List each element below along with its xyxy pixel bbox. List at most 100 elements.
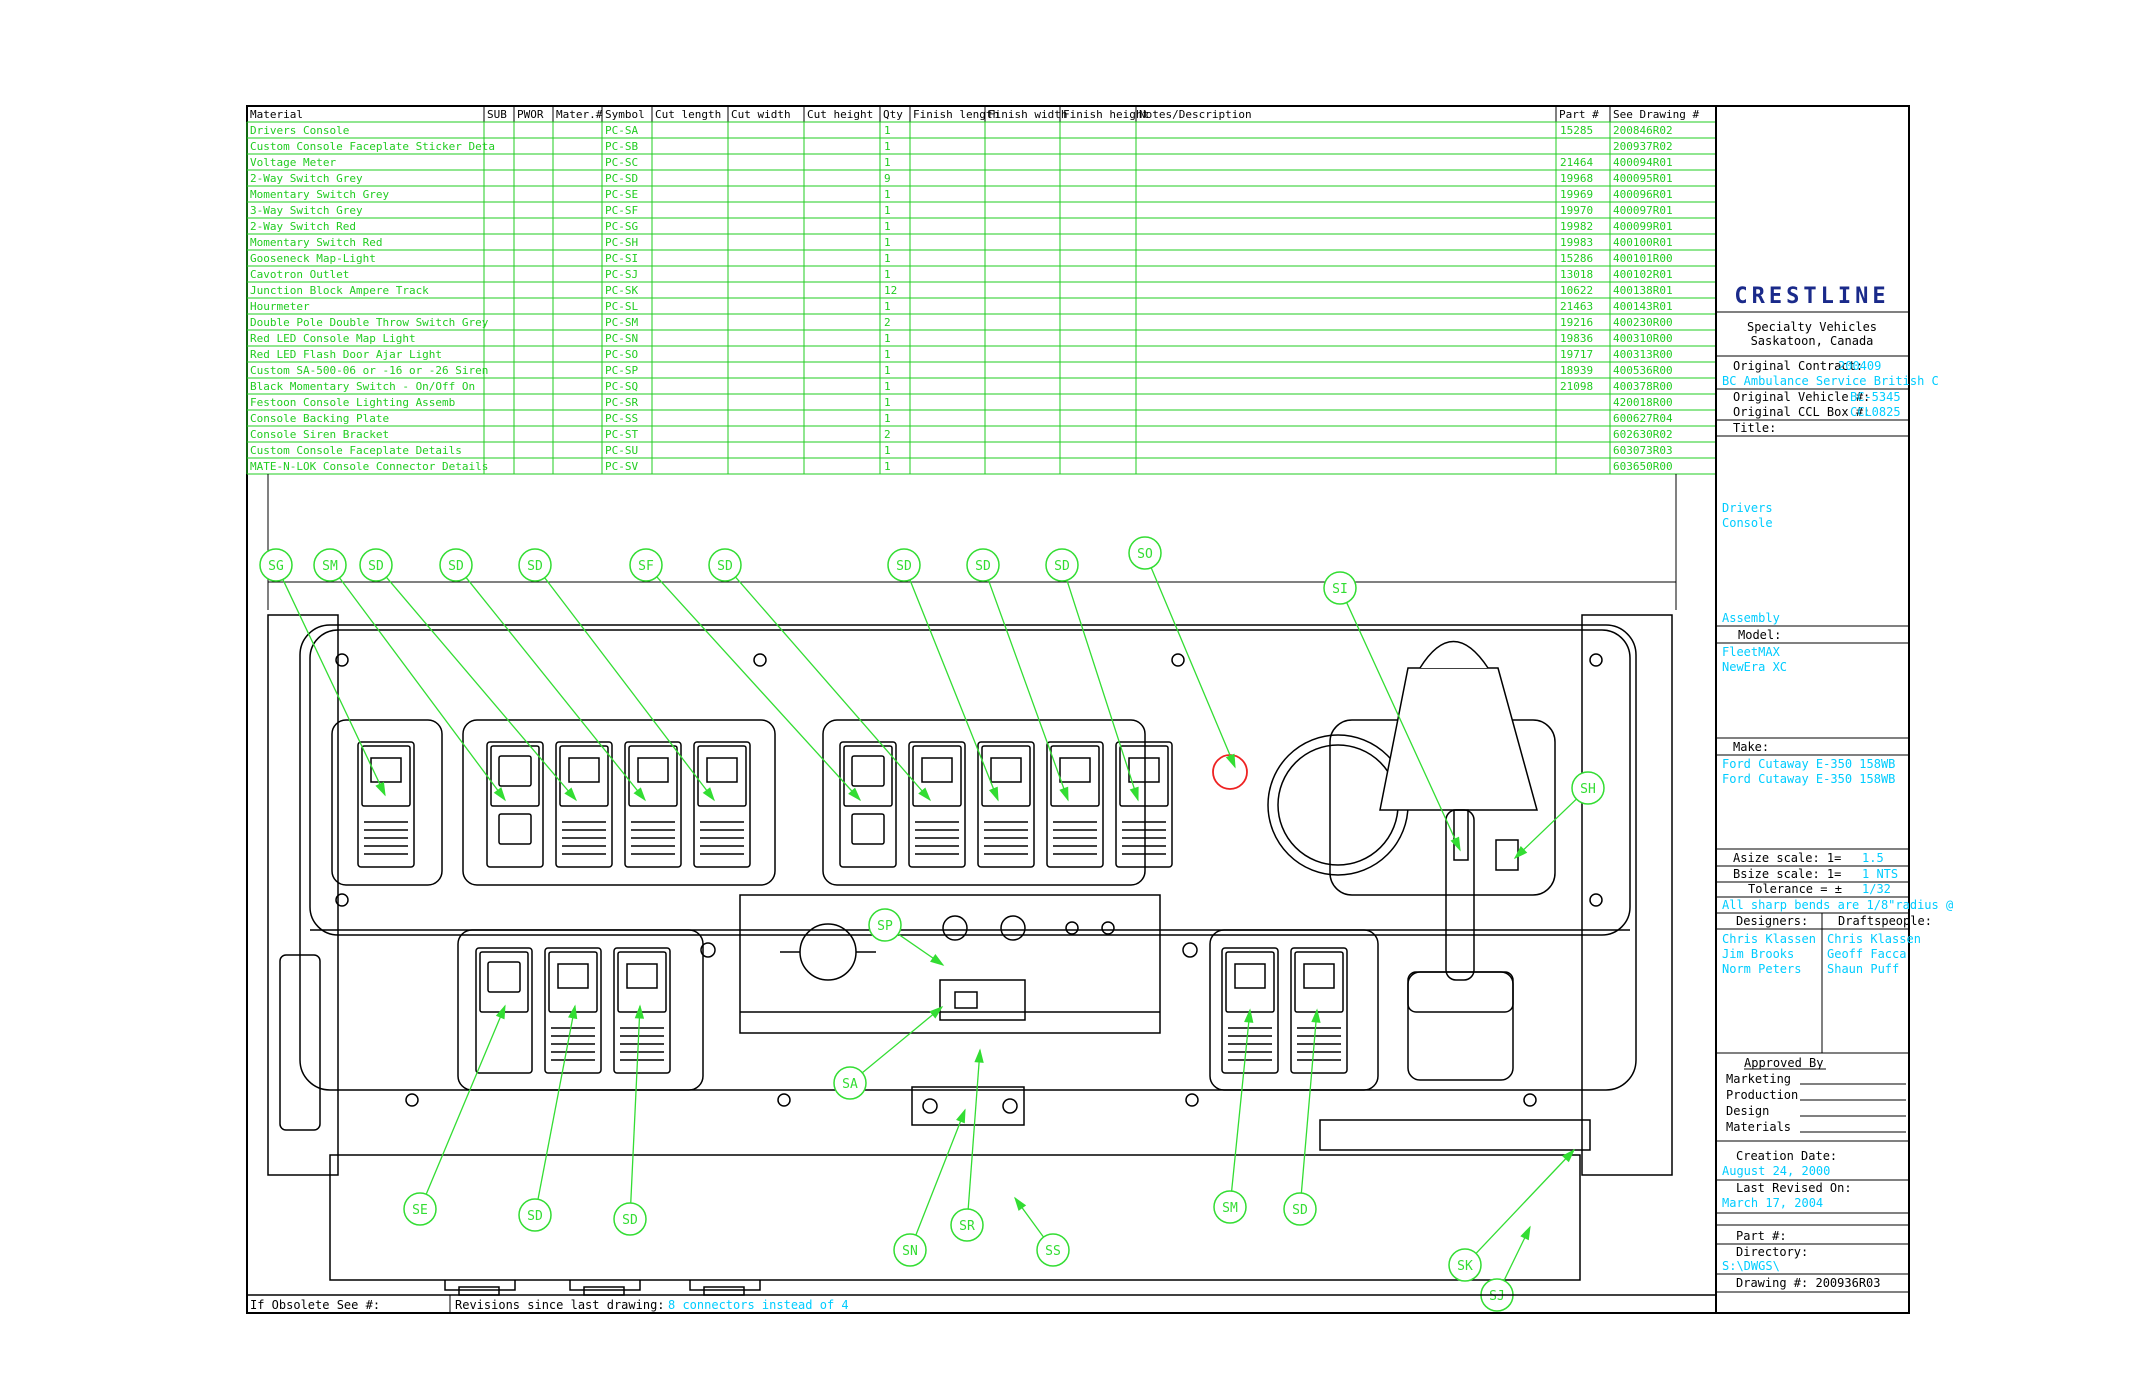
bom-cell-symbol: PC-ST <box>605 428 638 441</box>
bom-cell-drawing: 400230R00 <box>1613 316 1673 329</box>
bom-cell-drawing: 600627R04 <box>1613 412 1673 425</box>
callout-arrowhead <box>1561 1148 1576 1163</box>
bom-cell-symbol: PC-SC <box>605 156 638 169</box>
bom-cell-drawing: 400100R01 <box>1613 236 1673 249</box>
callout-leader <box>465 577 646 801</box>
callout-arrowhead <box>930 954 945 966</box>
callout-balloon <box>1283 1192 1317 1226</box>
callout-arrowhead <box>568 1004 578 1020</box>
callout-leader <box>544 577 715 801</box>
rocker-window <box>637 757 669 783</box>
bom-cell-part: 19836 <box>1560 332 1593 345</box>
rocker-top <box>1119 745 1169 807</box>
rocker-top <box>559 745 609 807</box>
designers-label: Designers: <box>1736 914 1808 928</box>
bom-cell-part: 19970 <box>1560 204 1593 217</box>
switch-housing-lower-double <box>1209 929 1379 1091</box>
siren-selector-knob <box>780 923 876 981</box>
bom-cell-drawing: 400310R00 <box>1613 332 1673 345</box>
title-line-1: Drivers <box>1722 501 1773 515</box>
callout-leader <box>861 1006 943 1074</box>
callout-leader <box>909 579 999 801</box>
mounting-hole <box>1185 1093 1199 1107</box>
gooseneck-inset <box>1453 809 1469 861</box>
original-vehicle-label: Original Vehicle #: <box>1733 390 1870 404</box>
obsolete-label: If Obsolete See #: <box>250 1298 380 1312</box>
rocker-switch <box>908 741 966 868</box>
approval-label: Production <box>1726 1088 1798 1102</box>
make-label: Make: <box>1733 740 1769 754</box>
bom-cell-drawing: 400097R01 <box>1613 204 1673 217</box>
bom-cell-drawing: 400096R01 <box>1613 188 1673 201</box>
bom-cell-material: 3-Way Switch Grey <box>250 204 363 217</box>
callout-balloon <box>1213 1190 1247 1224</box>
callout-label: SI <box>1332 582 1348 597</box>
callout-label: SD <box>975 559 991 574</box>
designer-name: Jim Brooks <box>1722 947 1794 961</box>
switch-housing-quad <box>462 719 776 886</box>
callout-leader <box>656 576 861 801</box>
company-line-1: Specialty Vehicles <box>1747 320 1877 334</box>
siren-slide-switch <box>939 979 1026 1021</box>
bom-cell-material: Black Momentary Switch - On/Off On <box>250 380 475 393</box>
bom-cell-qty: 1 <box>884 396 891 409</box>
designer-name: Chris Klassen <box>1722 932 1816 946</box>
map-light-ring-inner <box>1277 744 1399 866</box>
callout-arrowhead <box>918 787 932 802</box>
designer-name: Norm Peters <box>1722 962 1801 976</box>
rocker-window <box>1128 757 1160 783</box>
asize-value: 1.5 <box>1862 851 1884 865</box>
bom-cell-symbol: PC-SQ <box>605 380 638 393</box>
bom-cell-drawing: 603073R03 <box>1613 444 1673 457</box>
rocker-lens <box>851 813 885 845</box>
switch-housing-lower-triple <box>457 929 704 1091</box>
rocker-lens <box>498 755 532 787</box>
bom-cell-qty: 1 <box>884 300 891 313</box>
rocker-window <box>921 757 953 783</box>
callout-arrowhead <box>929 1005 944 1019</box>
bom-header-12: Notes/Description <box>1139 108 1252 121</box>
mounting-hole <box>405 1093 419 1107</box>
drawing-footer: If Obsolete See #:Revisions since last d… <box>247 1294 1716 1313</box>
rocker-top <box>912 745 962 807</box>
bom-cell-material: Console Backing Plate <box>250 412 389 425</box>
console-upper-panel <box>309 629 1631 936</box>
rocker-switch <box>544 947 602 1074</box>
map-light-cap <box>1419 640 1489 669</box>
console-side-left <box>267 614 339 1176</box>
switch-housing-quint <box>822 719 1146 886</box>
bom-cell-symbol: PC-SM <box>605 316 638 329</box>
callout-label: SA <box>842 1077 858 1092</box>
mounting-hole <box>777 1093 791 1107</box>
bom-cell-material: Red LED Console Map Light <box>250 332 416 345</box>
approval-label: Design <box>1726 1104 1769 1118</box>
callout-arrowhead <box>1225 753 1236 769</box>
bom-cell-material: Custom SA-500-06 or -16 or -26 Siren <box>250 364 488 377</box>
siren-controller-box <box>739 894 1161 1034</box>
bom-cell-drawing: 200846R02 <box>1613 124 1673 137</box>
bom-cell-symbol: PC-SU <box>605 444 638 457</box>
bom-cell-material: Drivers Console <box>250 124 349 137</box>
callout-arrowhead <box>1311 1008 1321 1023</box>
callout-balloon <box>1036 1233 1070 1267</box>
bom-cell-qty: 9 <box>884 172 891 185</box>
bom-cell-symbol: PC-SB <box>605 140 638 153</box>
callout-balloon <box>359 548 393 582</box>
bom-cell-drawing: 400094R01 <box>1613 156 1673 169</box>
callout-balloon <box>313 548 347 582</box>
callout-balloon <box>966 548 1000 582</box>
bom-cell-qty: 1 <box>884 156 891 169</box>
callout-leader <box>967 1049 981 1210</box>
callout-label: SM <box>1222 1201 1238 1216</box>
bom-cell-qty: 12 <box>884 284 897 297</box>
callout-arrowhead <box>495 1004 506 1020</box>
rocker-switch <box>486 741 544 868</box>
rocker-window <box>568 757 600 783</box>
mounting-hole <box>1171 653 1185 667</box>
callout-label: SO <box>1137 547 1153 562</box>
bom-cell-drawing: 400102R01 <box>1613 268 1673 281</box>
bom-cell-symbol: PC-SA <box>605 124 638 137</box>
bom-cell-qty: 1 <box>884 348 891 361</box>
bom-cell-qty: 1 <box>884 268 891 281</box>
